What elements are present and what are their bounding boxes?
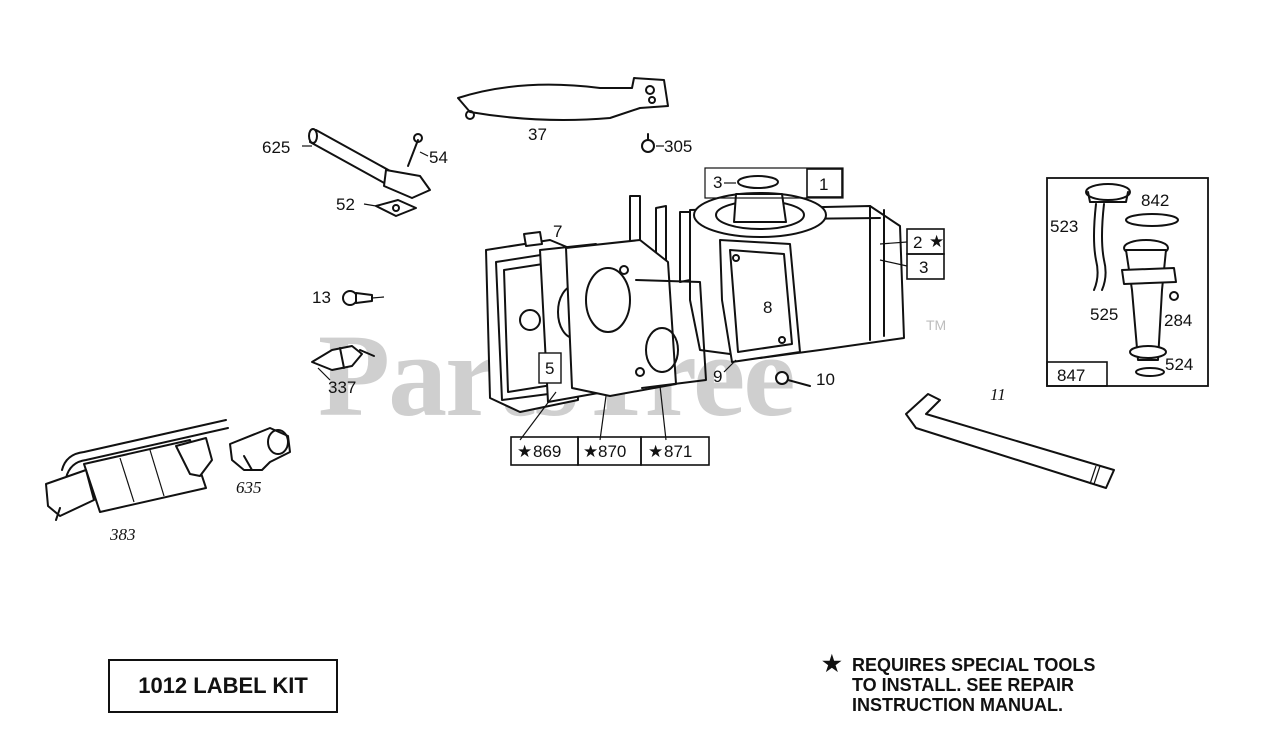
box-1 (806, 168, 843, 198)
part-305-drawing (641, 133, 664, 153)
label-52: 52 (336, 195, 355, 214)
box-3 (906, 253, 945, 280)
part-383-drawing (45, 419, 229, 521)
label-842: 842 (1141, 191, 1169, 210)
dipstick-kit-drawing (1046, 177, 1209, 387)
label-8: 8 (763, 298, 772, 317)
label-2: 2 (913, 233, 922, 252)
label-847: 847 (1057, 366, 1085, 385)
box-870-star: ★ (583, 442, 598, 461)
box-869-star: ★ (517, 442, 532, 461)
label-305: 305 (664, 137, 692, 156)
box-871-star: ★ (648, 442, 663, 461)
label-37: 37 (528, 125, 547, 144)
part-625-drawing (302, 128, 431, 199)
label-kit-text: 1012 LABEL KIT (138, 673, 308, 698)
part-10-drawing (775, 371, 811, 387)
gasket-set-boxes (510, 436, 710, 466)
part-337-drawing (311, 345, 375, 381)
label-635: 635 (236, 478, 262, 497)
part-37-drawing (457, 77, 669, 121)
label-524: 524 (1165, 355, 1193, 374)
star-icon: ★ (822, 651, 842, 676)
label-525: 525 (1090, 305, 1118, 324)
label-10: 10 (816, 370, 835, 389)
label-337: 337 (328, 378, 356, 397)
label-11: 11 (990, 385, 1006, 404)
label-9: 9 (713, 367, 722, 386)
label-13: 13 (312, 288, 331, 307)
box-5 (538, 352, 562, 384)
box-3-1-frame (704, 167, 844, 199)
label-5: 5 (545, 359, 554, 378)
label-871: 871 (664, 442, 692, 461)
label-1: 1 (819, 175, 828, 194)
part-52-drawing (363, 199, 417, 217)
part-635-drawing (229, 427, 291, 471)
label-54: 54 (429, 148, 448, 167)
part-54-drawing (407, 133, 429, 167)
note-line-2: TO INSTALL. SEE REPAIR (852, 675, 1075, 695)
label-383: 383 (109, 525, 136, 544)
label-2-star: ★ (929, 232, 944, 251)
label-284: 284 (1164, 311, 1192, 330)
label-869: 869 (533, 442, 561, 461)
label-625: 625 (262, 138, 290, 157)
label-7: 7 (553, 222, 562, 241)
label-3-right: 3 (919, 258, 928, 277)
label-kit-box: 1012 LABEL KIT (108, 659, 338, 713)
watermark-tm: TM (926, 317, 946, 333)
part-11-drawing (905, 393, 1115, 489)
note-line-3: INSTRUCTION MANUAL. (852, 695, 1063, 715)
label-523: 523 (1050, 217, 1078, 236)
label-3-top: 3 (713, 173, 722, 192)
note-line-1: REQUIRES SPECIAL TOOLS (852, 655, 1096, 675)
label-870: 870 (598, 442, 626, 461)
part-13-drawing (342, 290, 385, 306)
